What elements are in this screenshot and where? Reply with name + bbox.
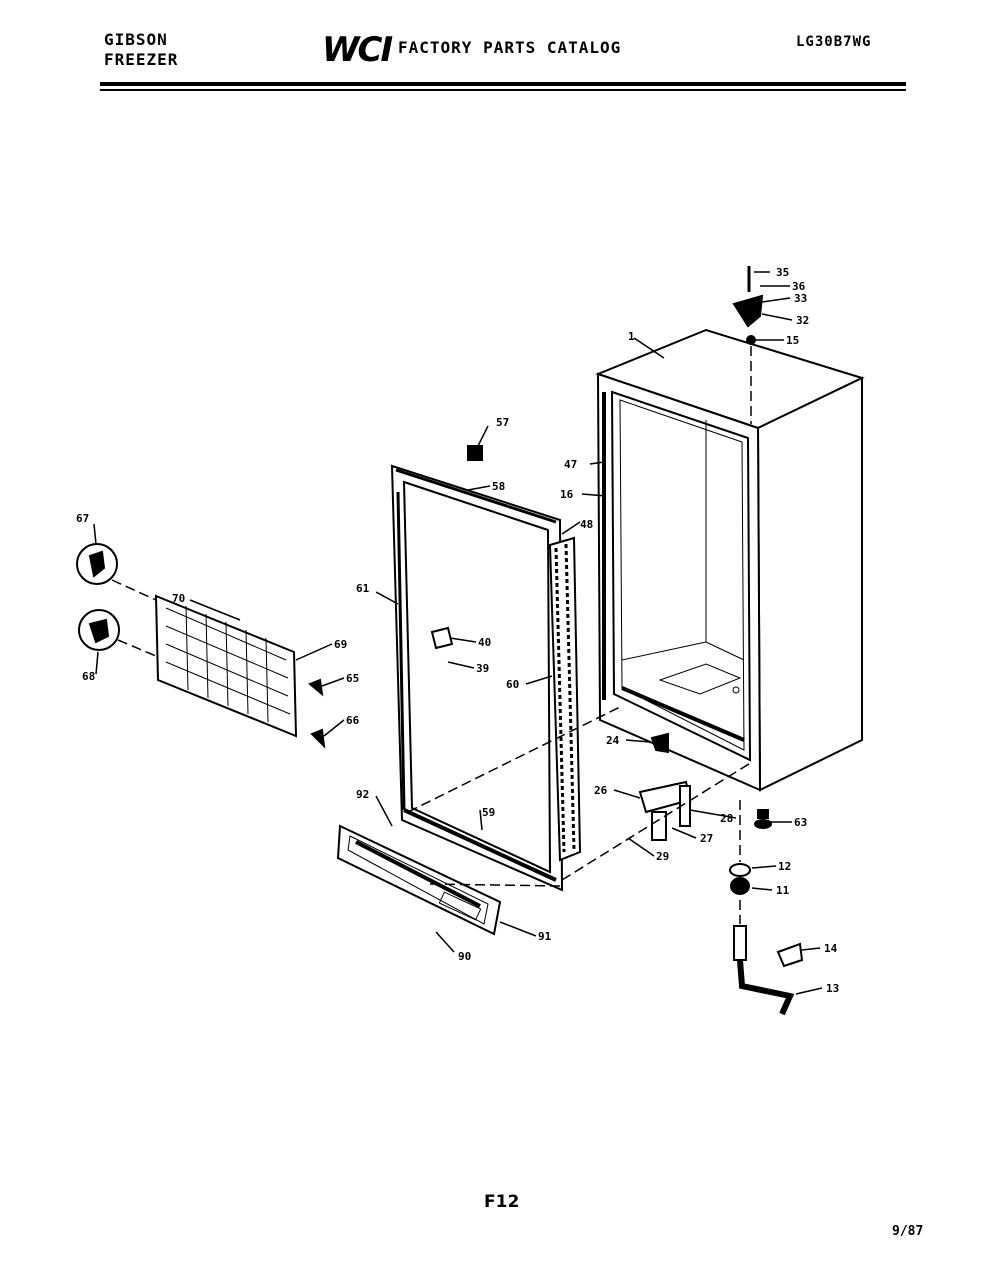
leader-lines [93,271,823,995]
brand-name: GIBSON [104,30,168,49]
callout-47: 47 [564,458,577,471]
callout-92: 92 [356,788,369,801]
callout-29: 29 [656,850,669,863]
header-rule [100,82,906,86]
callout-13: 13 [826,982,839,995]
bottom-hinge [638,780,692,841]
part-24-cam [650,732,669,754]
part-65-clip [308,678,324,697]
callout-16: 16 [560,488,574,501]
callout-48: 48 [580,518,593,531]
callout-66: 66 [346,714,360,727]
top-hinge [732,266,764,345]
callout-40: 40 [478,636,491,649]
door-gasket [548,536,582,862]
leveling-leg [754,809,772,829]
drain-assembly [729,863,804,1016]
callout-27: 27 [700,832,713,845]
callout-39: 39 [476,662,489,675]
control-knob-67 [76,543,118,585]
model-number: LG30B7WG [796,34,872,50]
callout-59: 59 [482,806,495,819]
callout-28: 28 [720,812,733,825]
callout-11: 11 [776,884,790,897]
catalog-title: FACTORY PARTS CATALOG [398,38,622,57]
callout-90: 90 [458,950,471,963]
callout-35: 35 [776,266,789,279]
callout-15: 15 [786,334,799,347]
base-grille [336,824,502,936]
callout-1: 1 [628,330,635,343]
callout-63: 63 [794,816,807,829]
callout-68: 68 [82,670,95,683]
callout-91: 91 [538,930,552,943]
part-66-clip [310,728,326,749]
callout-12: 12 [778,860,791,873]
callout-57: 57 [496,416,509,429]
callout-60: 60 [506,678,519,691]
header-rule-thin [100,89,906,91]
alignment-lines [111,346,753,924]
wire-shelf [154,594,298,738]
cabinet [595,328,865,792]
page-code: F12 [484,1192,520,1212]
callout-70: 70 [172,592,185,605]
callout-33: 33 [794,292,807,305]
callout-61: 61 [356,582,370,595]
part-40-bracket [430,626,454,650]
callout-58: 58 [492,480,505,493]
catalog-date: 9/87 [892,1224,924,1239]
door-assembly [390,464,564,892]
callout-67: 67 [76,512,89,525]
callout-65: 65 [346,672,359,685]
callout-32: 32 [796,314,809,327]
product-type: FREEZER [104,50,179,69]
wci-logo: WCI [322,30,393,70]
control-knob-68 [78,609,120,651]
callout-36: 36 [792,280,806,293]
part-57-cap [467,445,483,461]
callout-14: 14 [824,942,838,955]
callout-24: 24 [606,734,620,747]
callout-26: 26 [594,784,608,797]
callout-69: 69 [334,638,347,651]
